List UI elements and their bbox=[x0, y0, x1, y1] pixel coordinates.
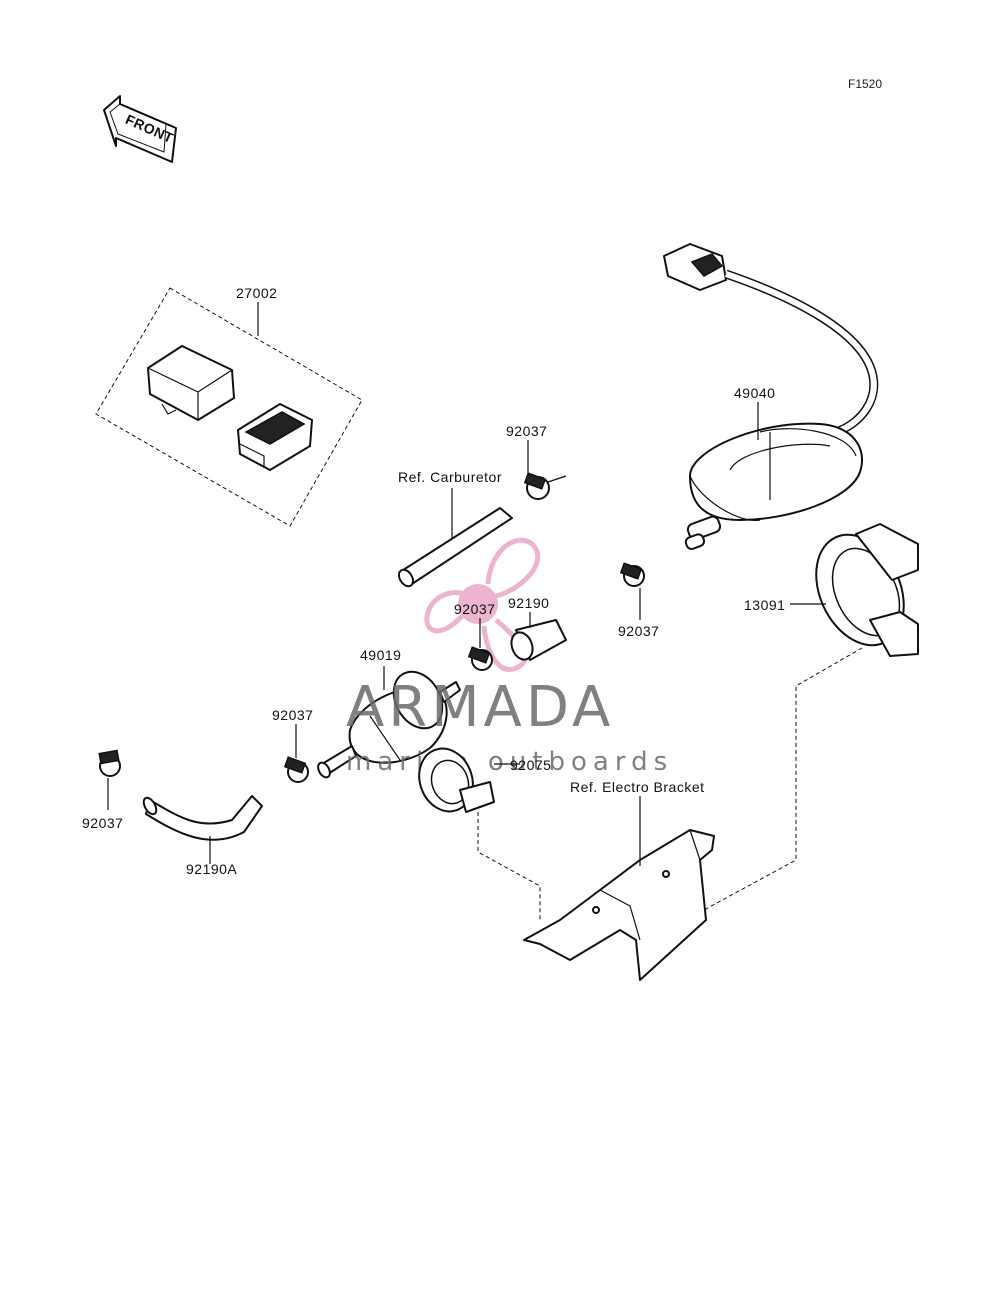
label-ref-electro-bracket: Ref. Electro Bracket bbox=[570, 779, 705, 795]
label-92190a: 92190A bbox=[186, 861, 237, 877]
hose-clip-92037-mid bbox=[467, 646, 493, 671]
hose-clip-92037-top bbox=[523, 472, 567, 500]
label-13091: 13091 bbox=[744, 597, 785, 613]
hose-clip-92037-far-left bbox=[98, 749, 121, 777]
pump-clamp-13091 bbox=[815, 523, 919, 657]
short-hose-92190 bbox=[510, 619, 567, 661]
watermark-tagline: marine outboards bbox=[346, 747, 673, 777]
label-49019: 49019 bbox=[360, 647, 401, 663]
label-27002: 27002 bbox=[236, 285, 277, 301]
hose-clip-92037-right bbox=[619, 562, 645, 587]
watermark-name: ARMADA bbox=[346, 675, 614, 740]
label-92037-right: 92037 bbox=[618, 623, 659, 639]
carburetor-hose bbox=[397, 507, 513, 588]
label-92037-mid: 92037 bbox=[454, 601, 495, 617]
guide-line-92075 bbox=[477, 812, 541, 920]
guide-line-13091 bbox=[703, 647, 863, 911]
filter-clamp-92075 bbox=[418, 747, 495, 813]
label-92190: 92190 bbox=[508, 595, 549, 611]
fuel-pump-49040 bbox=[663, 243, 879, 550]
fuel-filter-49019 bbox=[317, 670, 461, 779]
label-49040: 49040 bbox=[734, 385, 775, 401]
diagram-id: F1520 bbox=[848, 77, 882, 91]
label-92037-left: 92037 bbox=[272, 707, 313, 723]
electro-bracket bbox=[523, 829, 715, 981]
hose-clip-92037-left bbox=[283, 756, 309, 783]
front-arrow-icon: FRONT bbox=[103, 95, 177, 163]
label-92037-far-left: 92037 bbox=[82, 815, 123, 831]
label-92037-top: 92037 bbox=[506, 423, 547, 439]
relay-kit-27002 bbox=[95, 287, 363, 527]
label-92075: 92075 bbox=[510, 757, 551, 773]
label-ref-carburetor: Ref. Carburetor bbox=[398, 469, 502, 485]
bent-hose-92190a bbox=[142, 795, 263, 841]
